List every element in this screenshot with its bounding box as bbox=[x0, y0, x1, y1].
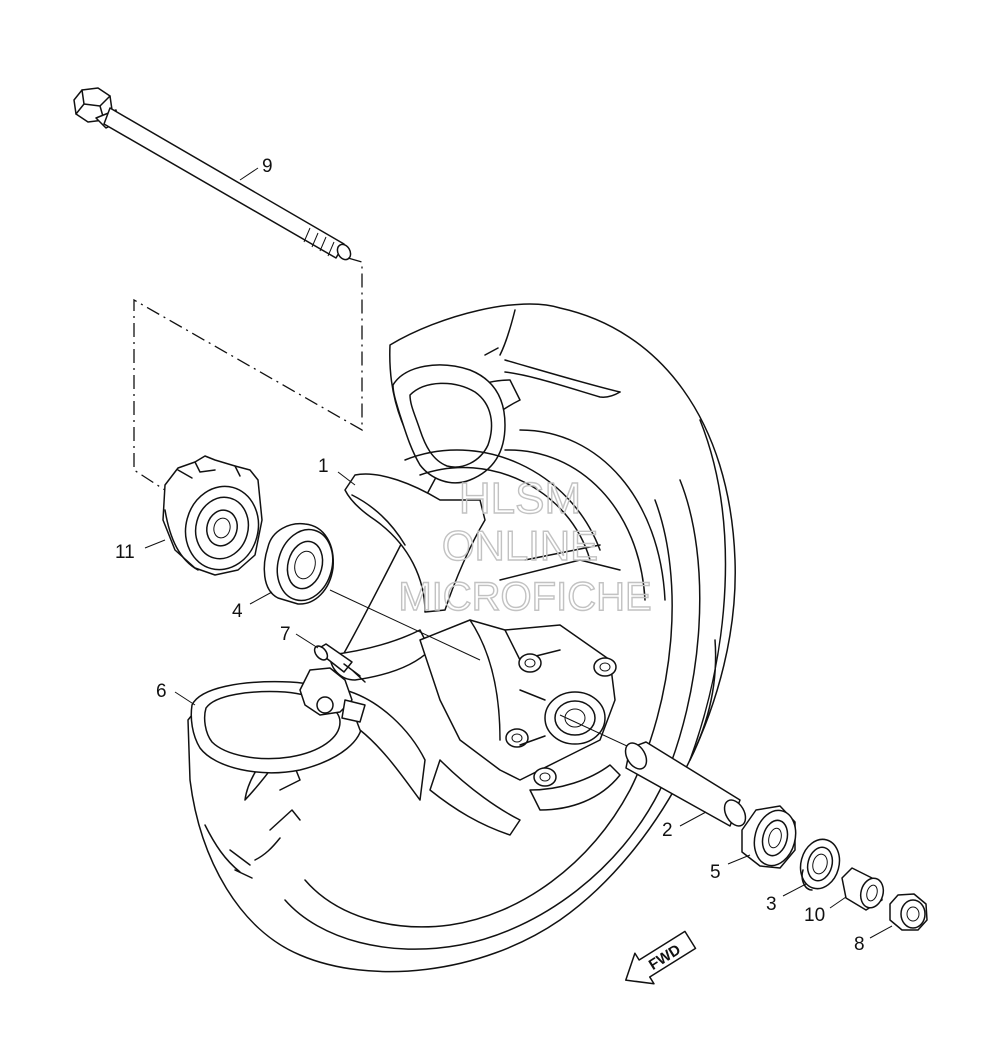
callout-6: 6 bbox=[156, 681, 167, 702]
oil-seal bbox=[799, 838, 841, 891]
assembly-lines bbox=[133, 257, 363, 493]
callout-7: 7 bbox=[280, 624, 291, 645]
valve bbox=[313, 643, 366, 683]
callout-2: 2 bbox=[662, 820, 673, 841]
axle-nut bbox=[889, 893, 928, 931]
watermark: HLSM ONLINE MICROFICHE bbox=[398, 473, 653, 619]
fwd-direction-arrow: FWD bbox=[625, 930, 697, 985]
watermark-line-2: ONLINE bbox=[442, 522, 598, 569]
collar-long bbox=[624, 741, 747, 827]
wheel-axle bbox=[73, 87, 352, 261]
callout-11: 11 bbox=[115, 542, 135, 563]
cast-wheel bbox=[190, 449, 621, 836]
callout-9: 9 bbox=[262, 156, 273, 177]
watermark-line-1: HLSM bbox=[459, 474, 581, 523]
leader-lines bbox=[144, 167, 893, 939]
callout-8: 8 bbox=[854, 934, 865, 955]
callout-3: 3 bbox=[766, 894, 777, 915]
bearing-right bbox=[741, 805, 797, 869]
speedometer-gear-unit bbox=[162, 455, 263, 576]
callout-1: 1 bbox=[318, 456, 329, 477]
callouts: 9 1 11 4 7 6 2 5 3 10 8 bbox=[115, 156, 865, 955]
callout-10: 10 bbox=[804, 905, 825, 926]
callout-5: 5 bbox=[710, 862, 721, 883]
callout-4: 4 bbox=[232, 601, 243, 622]
bearing-left bbox=[263, 522, 334, 605]
watermark-line-3: MICROFICHE bbox=[398, 575, 651, 619]
collar-short bbox=[841, 867, 885, 911]
